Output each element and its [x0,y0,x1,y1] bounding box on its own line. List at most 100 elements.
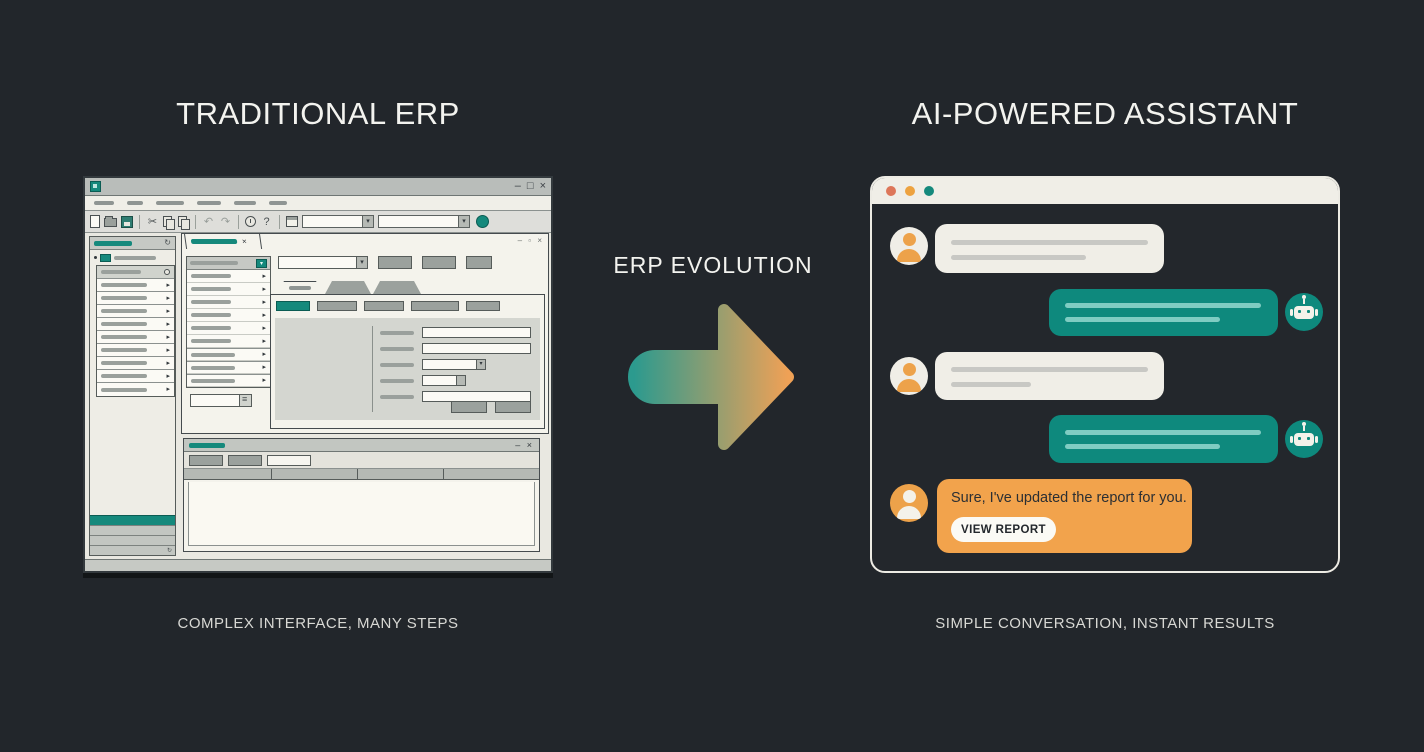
spinner-field[interactable] [190,394,252,407]
panel-button[interactable] [411,301,459,311]
grid-input[interactable] [267,454,311,466]
dropdown-row[interactable]: ▸ [187,270,270,283]
panel-button[interactable] [317,301,357,311]
grid-button[interactable] [228,454,262,466]
form-button[interactable] [378,256,412,269]
grid-button[interactable] [189,454,223,466]
refresh-icon[interactable]: ↻ [164,238,171,247]
help-icon[interactable]: ? [263,215,270,228]
minimize-dot-icon[interactable] [905,186,915,196]
menu-item[interactable] [197,201,221,205]
tab-inactive[interactable] [373,281,421,294]
dropdown-row[interactable]: ▸ [187,296,270,309]
calendar-icon[interactable] [286,216,298,227]
chevron-down-icon[interactable]: ▾ [362,216,373,227]
panel-button[interactable] [466,301,500,311]
column-header[interactable] [358,469,444,479]
sidebar-list-row[interactable]: ▸ [97,292,174,305]
sidebar-list-row[interactable]: ▸ [97,370,174,383]
field-label-placeholder [380,394,414,399]
dropdown-header[interactable]: ▾ [187,257,270,270]
grid-button[interactable] [239,394,251,406]
dropdown-row[interactable]: ▸ [187,335,270,348]
sidebar-footer-row[interactable] [90,535,175,545]
close-icon[interactable]: × [539,180,546,192]
sidebar-selected-row[interactable] [90,515,175,525]
close-dot-icon[interactable] [886,186,896,196]
paste-icon[interactable] [178,215,190,230]
sidebar-list-header[interactable] [97,266,174,279]
sidebar-list-row[interactable]: ▸ [97,331,174,344]
row-arrow-icon: ▸ [166,281,170,289]
panel-button-primary[interactable] [276,301,310,311]
document-tab[interactable]: × [183,233,263,249]
form-button[interactable] [466,256,492,269]
cut-icon[interactable]: ✂ [147,215,158,228]
text-input[interactable] [422,327,531,338]
sidebar-list-row[interactable]: ▸ [97,318,174,331]
calendar-picker-icon[interactable] [456,376,465,385]
column-header[interactable] [272,469,358,479]
chevron-down-icon[interactable]: ▾ [458,216,469,227]
run-button[interactable] [476,215,489,228]
dropdown-row[interactable]: ▸ [187,309,270,322]
date-input[interactable] [422,375,466,386]
form-combobox[interactable]: ▾ [278,256,368,269]
save-icon[interactable] [121,215,133,228]
menu-item[interactable] [94,201,114,205]
menu-item[interactable] [127,201,143,205]
select-input[interactable]: ▾ [422,359,486,370]
sidebar-list-row[interactable]: ▸ [97,305,174,318]
menu-item[interactable] [156,201,184,205]
child-window-controls[interactable]: – ▫ × [517,236,544,245]
assistant-final-bubble: Sure, I've updated the report for you. V… [937,479,1192,553]
dropdown-row[interactable]: ▸ [187,322,270,335]
tab-close-icon[interactable]: × [241,236,248,246]
chevron-down-icon[interactable]: ▾ [356,257,367,268]
column-header[interactable] [444,469,539,479]
chevron-down-icon[interactable]: ▾ [476,360,485,369]
new-document-icon[interactable] [90,215,100,228]
tab-inactive[interactable] [325,281,371,294]
dropdown-row[interactable]: ▸ [187,283,270,296]
form-cancel-button[interactable] [495,401,531,413]
go-button[interactable]: ▾ [256,258,267,268]
column-header[interactable] [184,469,272,479]
toolbar-separator [195,214,196,229]
sidebar-list-row[interactable]: ▸ [97,344,174,357]
toolbar-combobox[interactable]: ▾ [378,215,470,228]
toolbar-combobox[interactable]: ▾ [302,215,374,228]
form-button[interactable] [422,256,456,269]
dropdown-row[interactable]: ▸ [187,374,270,387]
menu-item[interactable] [269,201,287,205]
text-input[interactable] [422,343,531,354]
view-report-button[interactable]: VIEW REPORT [951,517,1056,542]
sidebar-list-row[interactable]: ▸ [97,383,174,396]
dropdown-row[interactable]: ▸ [187,348,270,361]
redo-icon[interactable]: ↷ [220,215,231,228]
copy-icon[interactable] [163,215,175,230]
row-label-placeholder [101,387,147,392]
bot-avatar [1285,293,1323,331]
right-title: AI-POWERED ASSISTANT [911,96,1299,131]
maximize-icon[interactable]: □ [526,180,534,192]
minimize-icon[interactable]: – [514,180,521,192]
left-title: TRADITIONAL ERP [176,96,460,131]
open-folder-icon[interactable] [104,216,117,227]
tab-active[interactable] [277,281,323,294]
grid-window-controls[interactable]: – × [515,440,534,450]
sidebar-tree-root[interactable] [90,250,175,265]
panel-button[interactable] [364,301,404,311]
sidebar-list-row[interactable]: ▸ [97,357,174,370]
form-ok-button[interactable] [451,401,487,413]
row-arrow-icon: ▸ [262,337,266,345]
sidebar-list-row[interactable]: ▸ [97,279,174,292]
dropdown-row[interactable]: ▸ [187,361,270,374]
sidebar-footer-row[interactable]: ↻ [90,545,175,555]
menu-item[interactable] [234,201,256,205]
zoom-dot-icon[interactable] [924,186,934,196]
sidebar-footer-row[interactable] [90,525,175,535]
row-label-placeholder [101,361,147,365]
history-clock-icon[interactable] [245,216,256,227]
undo-icon[interactable]: ↶ [203,215,214,228]
